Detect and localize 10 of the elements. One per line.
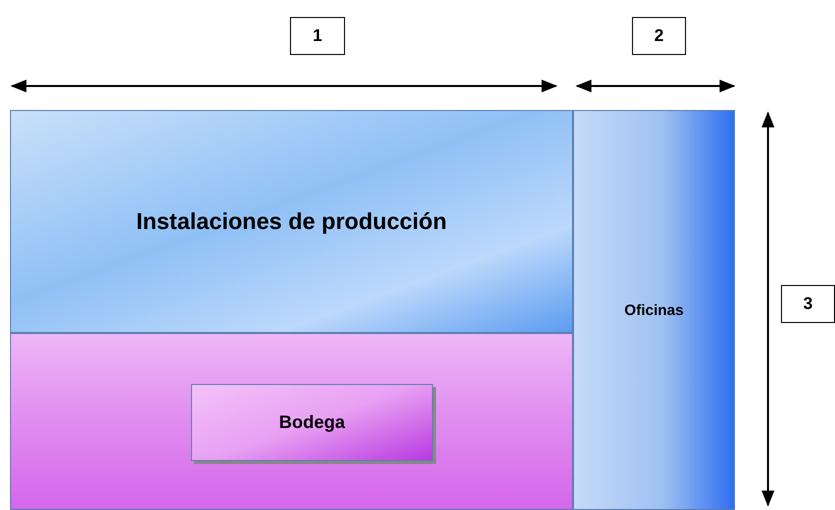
production-area (10, 110, 573, 333)
area-label: Instalaciones de producción (136, 208, 447, 235)
area-label: Bodega (278, 412, 345, 433)
callout-number: 1 (290, 17, 345, 55)
callout-number: 2 (632, 17, 686, 55)
area-label: Oficinas (624, 302, 684, 318)
office-area (573, 110, 735, 510)
storage-area (10, 333, 573, 510)
callout-number: 3 (781, 285, 835, 323)
warehouse-room (191, 384, 433, 461)
